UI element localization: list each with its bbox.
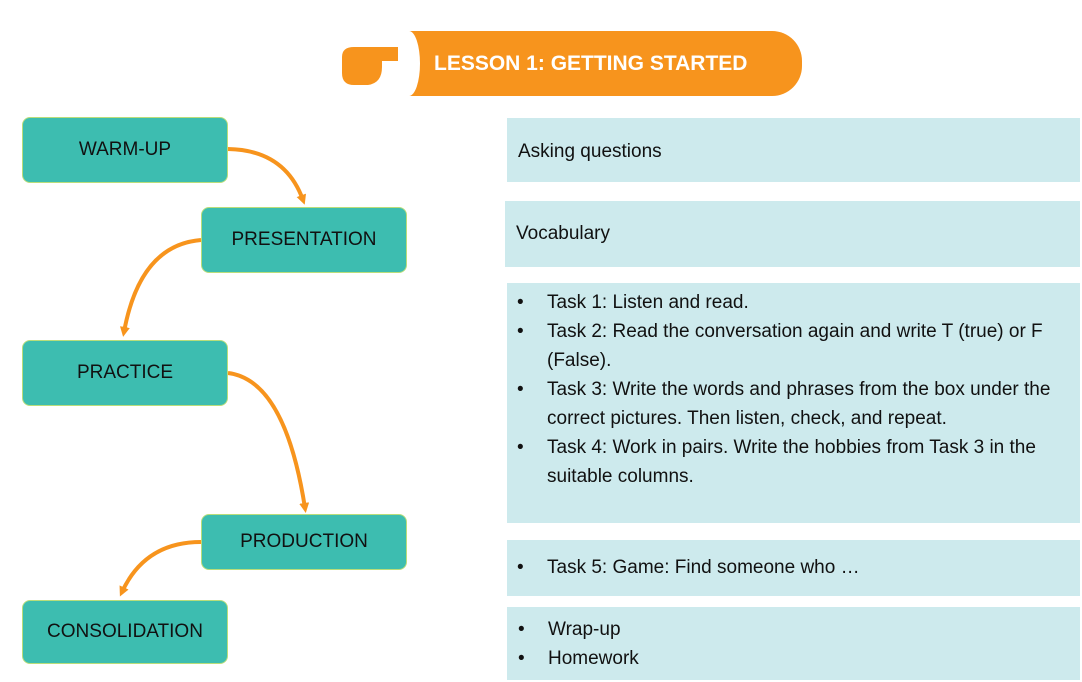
arrow-practice-production — [227, 371, 310, 513]
stage-label: PRACTICE — [76, 362, 174, 383]
lesson-title: LESSON 1: GETTING STARTED — [434, 51, 748, 75]
panel-presentation: Vocabulary — [505, 201, 1080, 267]
stage-label: PRESENTATION — [231, 229, 377, 250]
list-item: Task 1: Listen and read. — [509, 288, 1070, 317]
stage-production: PRODUCTION — [201, 514, 407, 570]
list-item: Task 5: Game: Find someone who … — [509, 553, 1070, 582]
stage-warm-up: WARM-UP — [22, 117, 228, 183]
list-item: Task 4: Work in pairs. Write the hobbies… — [509, 433, 1070, 491]
stage-consolidation: CONSOLIDATION — [22, 600, 228, 664]
stage-label: PRODUCTION — [240, 531, 368, 552]
arrow-warmup-presentation — [227, 147, 307, 205]
pointing-hand-icon — [342, 47, 410, 85]
panel-production: Task 5: Game: Find someone who … — [507, 540, 1080, 596]
arrow-presentation-practice — [119, 238, 202, 337]
lesson-title-banner: LESSON 1: GETTING STARTED — [398, 31, 802, 96]
panel-text: Asking questions — [518, 141, 662, 162]
stage-label: WARM-UP — [78, 139, 172, 160]
panel-practice: Task 1: Listen and read. Task 2: Read th… — [507, 283, 1080, 523]
list-item: Wrap-up — [510, 615, 1070, 644]
panel-consolidation: Wrap-up Homework — [507, 607, 1080, 680]
list-item: Task 2: Read the conversation again and … — [509, 317, 1070, 375]
stage-presentation: PRESENTATION — [201, 207, 407, 273]
panel-warm-up: Asking questions — [507, 118, 1080, 182]
arrow-production-consolidation — [119, 540, 202, 597]
list-item: Task 3: Write the words and phrases from… — [509, 375, 1070, 433]
stage-label: CONSOLIDATION — [47, 621, 203, 642]
panel-text: Vocabulary — [516, 223, 611, 244]
stage-practice: PRACTICE — [22, 340, 228, 406]
list-item: Homework — [510, 644, 1070, 673]
